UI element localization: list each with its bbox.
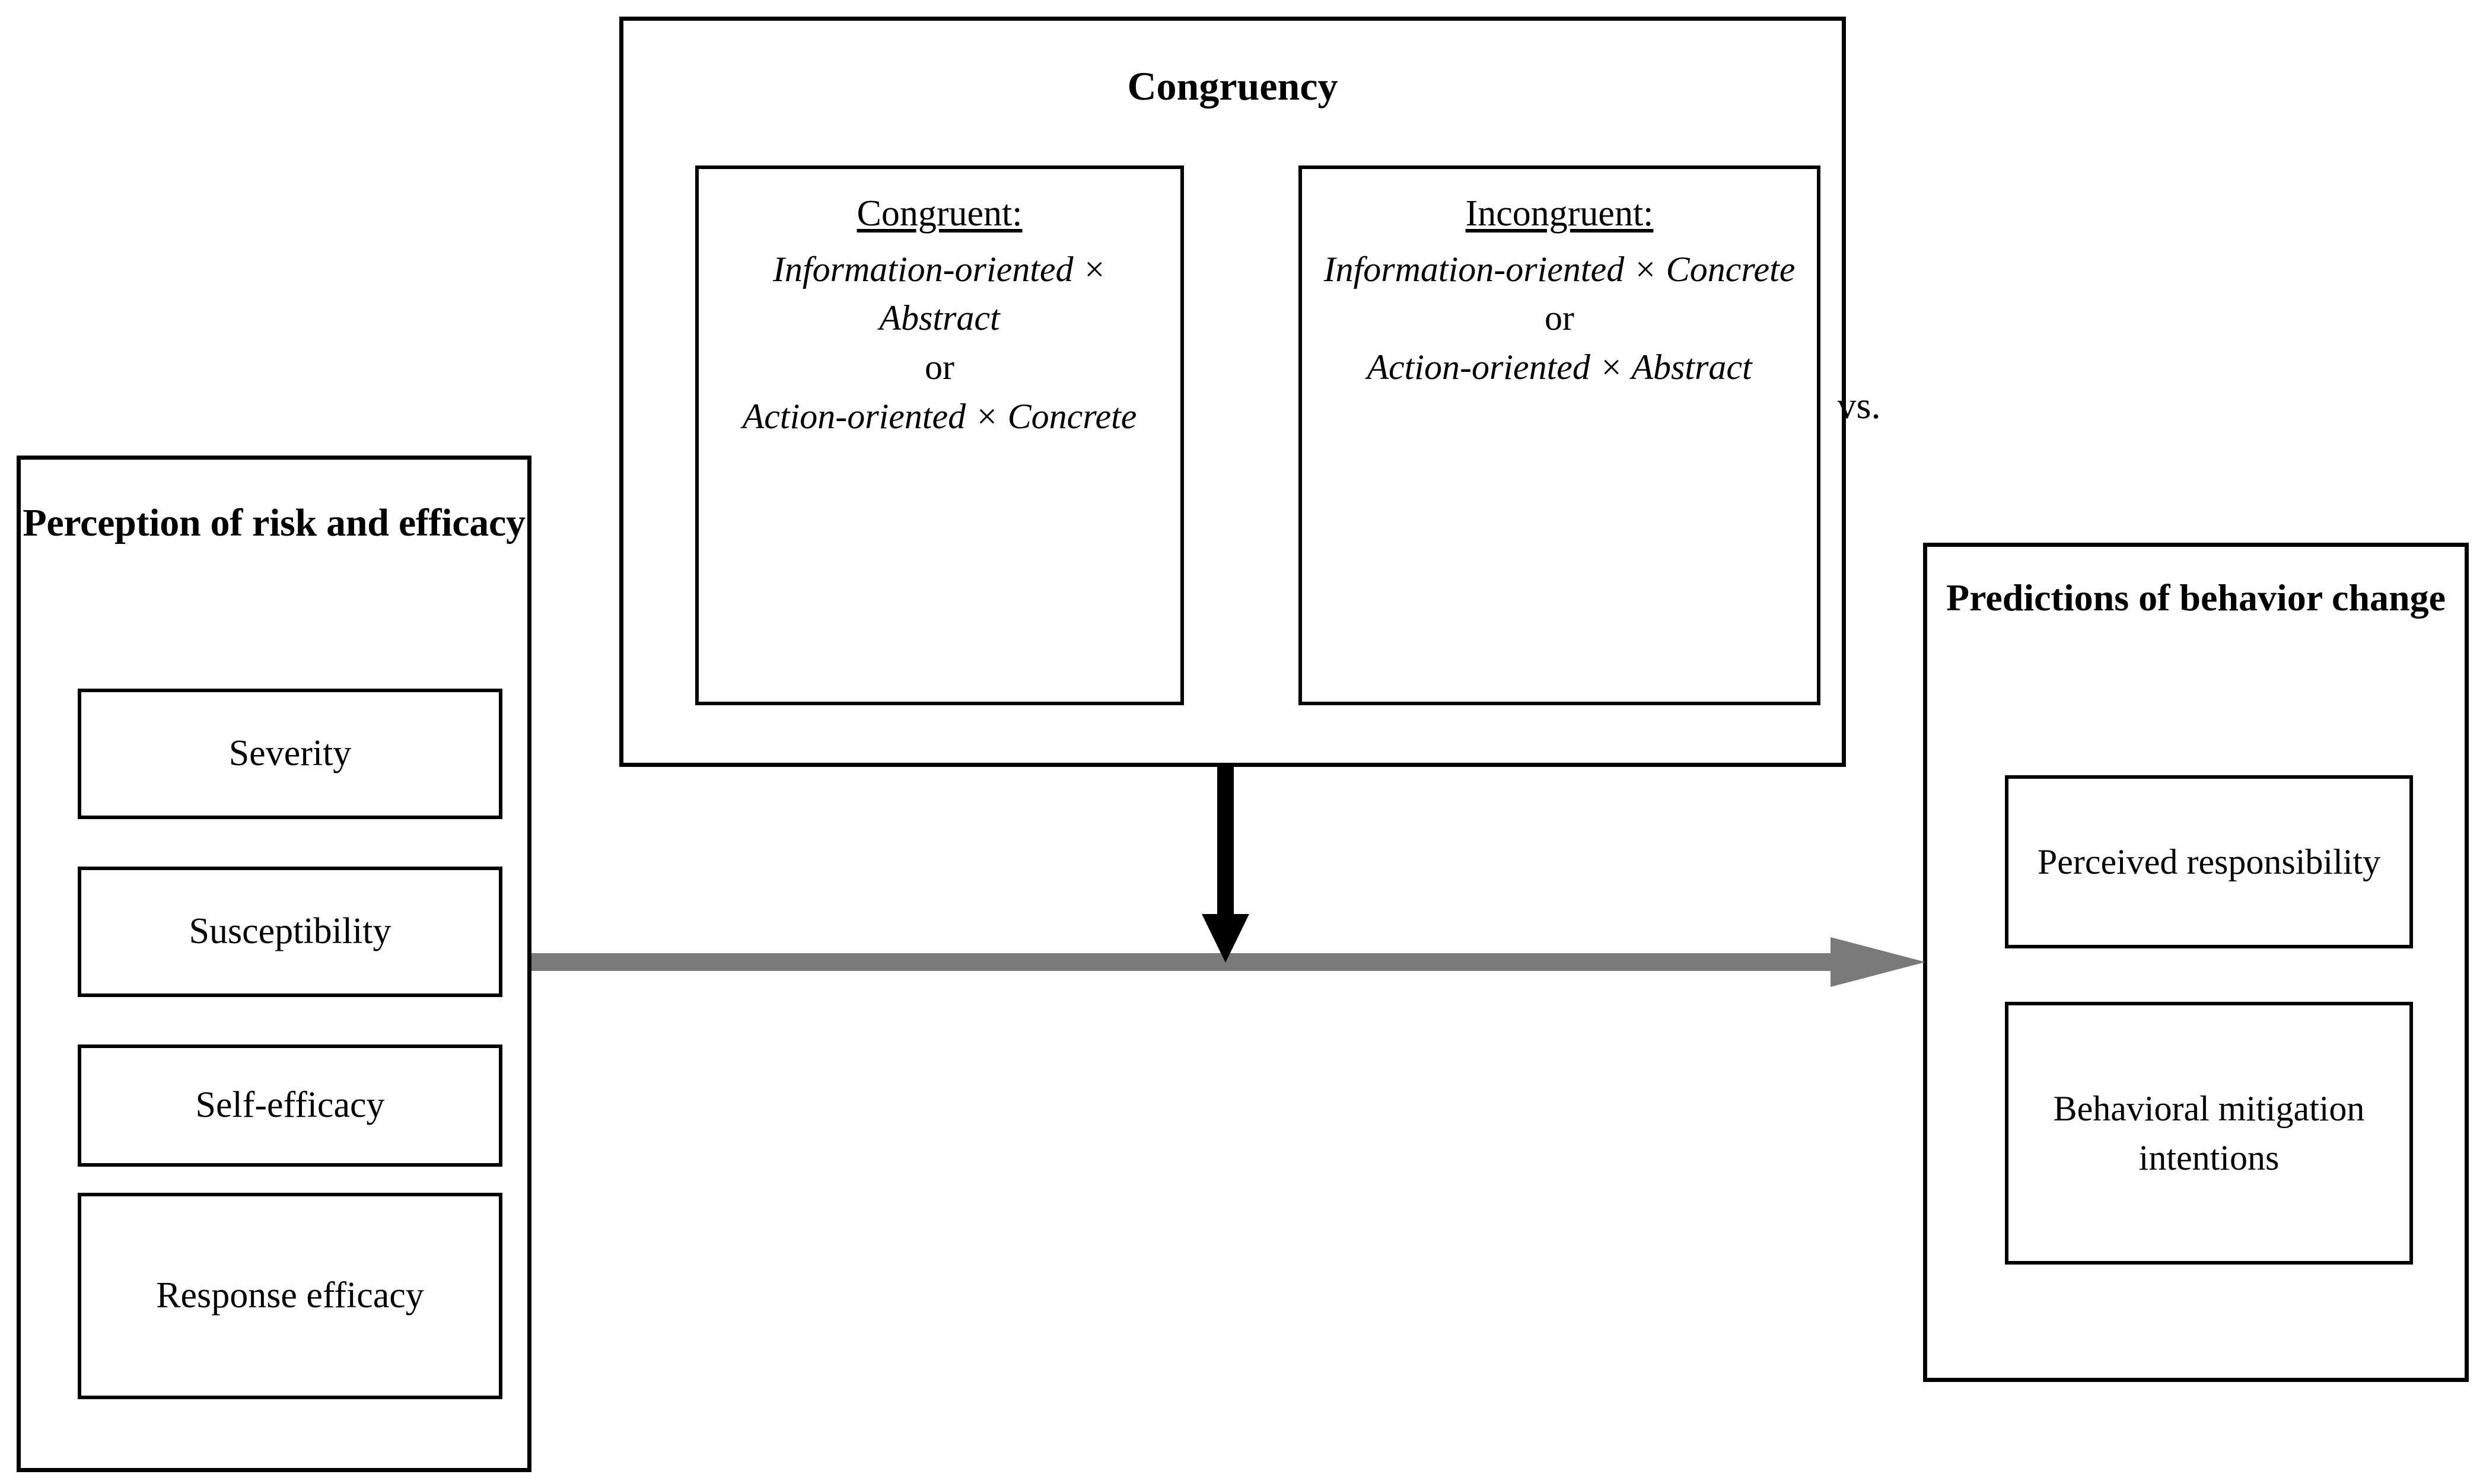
condition-heading: Congruent: [857, 193, 1023, 234]
condition-line-2: Action-oriented × Abstract [1367, 348, 1752, 387]
construct-label: Severity [228, 733, 352, 774]
condition-line-2: Action-oriented × Concrete [742, 397, 1137, 437]
predictions-panel-title: Predictions of behavior change [1946, 577, 2446, 619]
congruency-panel: Congruency Congruent: Information-orient… [619, 17, 1880, 767]
condition-box-congruent: Congruent: Information-oriented × Abstra… [695, 165, 1184, 705]
construct-label: Response efficacy [156, 1275, 424, 1316]
congruency-panel-title: Congruency [1127, 63, 1338, 109]
condition-heading: Incongruent: [1465, 193, 1654, 234]
construct-box-response-efficacy: Response efficacy [78, 1193, 502, 1399]
condition-connector: or [925, 348, 954, 387]
perception-panel-title: Perception of risk and efficacy [23, 501, 526, 544]
condition-line-1: Information-oriented × Concrete [1323, 249, 1796, 289]
condition-line-1: Information-oriented × Abstract [772, 249, 1107, 338]
construct-label: Self-efficacy [195, 1085, 385, 1126]
predictions-panel: Predictions of behavior change Perceived… [1923, 543, 2469, 1382]
condition-box-incongruent: Incongruent: Information-oriented × Conc… [1298, 165, 1820, 705]
construct-box-self-efficacy: Self-efficacy [78, 1044, 502, 1167]
outcome-label: Behavioral mitigation intentions [2053, 1088, 2365, 1177]
outcome-box-behavioral-mitigation-intentions: Behavioral mitigation intentions [2005, 1002, 2413, 1265]
construct-box-susceptibility: Susceptibility [78, 867, 502, 997]
main-effect-arrow-icon [531, 937, 1925, 987]
condition-connector: or [1545, 298, 1574, 338]
construct-box-severity: Severity [78, 689, 502, 819]
construct-label: Susceptibility [189, 911, 391, 952]
perception-panel: Perception of risk and efficacy Severity… [17, 456, 531, 1472]
outcome-label: Perceived responsibility [2037, 842, 2381, 881]
vs-label: vs. [1837, 384, 1881, 426]
outcome-box-perceived-responsibility: Perceived responsibility [2005, 775, 2413, 948]
moderator-arrow-icon [1202, 767, 1249, 963]
